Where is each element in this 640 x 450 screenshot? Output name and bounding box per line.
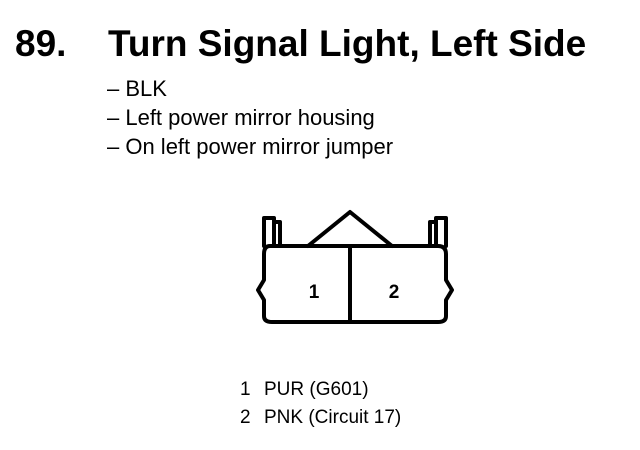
pin-number: 2 [240,407,251,428]
connector-details-list: – BLK – Left power mirror housing – On l… [107,74,393,161]
pin-assignment-list: 1 PUR (G601) 2 PNK (Circuit 17) [240,376,401,432]
connector-diagram: 1 2 [256,210,454,324]
pin-description: PUR (G601) [264,379,369,400]
connector-body [256,244,454,324]
cavity-label-2: 2 [389,282,400,303]
pin-row: 2 PNK (Circuit 17) [240,404,401,432]
detail-location: – Left power mirror housing [107,105,375,130]
page-heading: 89. Turn Signal Light, Left Side [0,20,640,70]
right-latch-tab [434,216,448,248]
pin-number: 1 [240,379,251,400]
cavity-label-1: 1 [309,282,320,303]
heading-number: 89. [15,23,67,64]
pin-row: 1 PUR (G601) [240,376,401,404]
detail-mounting: – On left power mirror jumper [107,134,394,159]
detail-color: – BLK [107,76,167,101]
left-latch-tab [262,216,276,248]
heading-title: Turn Signal Light, Left Side [108,23,587,64]
pin-description: PNK (Circuit 17) [264,407,402,428]
top-lock-triangle [306,210,394,248]
